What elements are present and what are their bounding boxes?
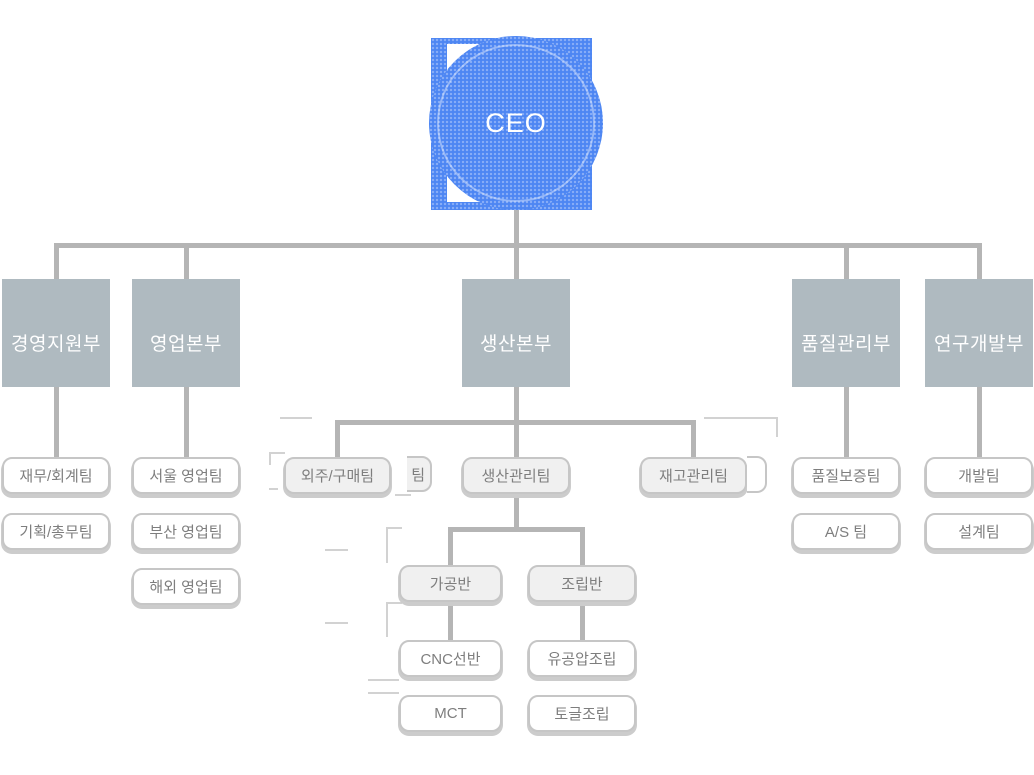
artifact-line [368, 692, 399, 694]
connector-line [514, 243, 519, 279]
group-box-machining: 가공반 [399, 565, 502, 602]
connector-line [514, 494, 519, 530]
dept-box-rnd: 연구개발부 [925, 279, 1033, 387]
dept-box-production: 생산본부 [462, 279, 570, 387]
team-box-planning-general: 기획/총무팀 [2, 513, 110, 550]
connector-line [54, 243, 59, 279]
artifact-line [386, 602, 388, 637]
connector-line [691, 420, 696, 457]
dept-label: 생산본부 [480, 333, 552, 355]
clipped-box-fragment: ㅐ팀 [407, 456, 434, 496]
team-label: 부산 영업팀 [149, 524, 223, 541]
team-label: 재고관리팀 [658, 468, 728, 485]
team-box-development: 개발팀 [925, 457, 1033, 494]
team-box-design: 설계팀 [925, 513, 1033, 550]
connector-line [844, 243, 849, 279]
unit-label: CNC선반 [420, 651, 481, 668]
connector-line [448, 527, 585, 532]
connector-line [514, 387, 519, 425]
team-label: 품질보증팀 [811, 468, 881, 485]
dept-label: 품질관리부 [801, 333, 891, 355]
team-box-outsourcing-purchasing: 외주/구매팀 [284, 457, 391, 494]
dept-box-sales: 영업본부 [132, 279, 240, 387]
team-box-overseas-sales: 해외 영업팀 [132, 568, 240, 605]
ceo-circle: CEO [429, 36, 603, 210]
unit-box-mct: MCT [399, 695, 502, 732]
artifact-line [386, 527, 402, 529]
team-label: A/S 팀 [824, 524, 868, 541]
dept-box-quality: 품질관리부 [792, 279, 900, 387]
unit-box-pneumatic-assembly: 유공압조립 [528, 640, 636, 677]
connector-line [184, 387, 189, 457]
team-box-inventory-management: 재고관리팀 [640, 457, 747, 494]
connector-line [448, 602, 453, 640]
clipped-box-fragment-inner: ㅐ팀 [407, 456, 432, 492]
connector-line [54, 387, 59, 457]
connector-line [977, 387, 982, 457]
connector-line [448, 527, 453, 565]
team-label: 기획/총무팀 [19, 524, 93, 541]
connector-line [580, 527, 585, 565]
artifact-line [386, 527, 388, 563]
team-box-seoul-sales: 서울 영업팀 [132, 457, 240, 494]
artifact-line [386, 602, 402, 604]
dept-label: 연구개발부 [934, 333, 1024, 355]
team-label: 생산관리팀 [481, 468, 551, 485]
connector-line [514, 208, 519, 248]
team-box-as: A/S 팀 [792, 513, 900, 550]
group-label: 조립반 [561, 576, 603, 593]
unit-box-cnc-lathe: CNC선반 [399, 640, 502, 677]
connector-line [580, 602, 585, 640]
artifact-line [325, 549, 348, 551]
artifact-line [704, 417, 778, 419]
team-box-quality-assurance: 품질보증팀 [792, 457, 900, 494]
connector-line [844, 387, 849, 457]
connector-line [184, 243, 189, 279]
dept-box-management-support: 경영지원부 [2, 279, 110, 387]
fragment-text: ㅐ팀 [407, 466, 425, 484]
dept-label: 영업본부 [150, 333, 222, 355]
artifact-line [395, 494, 411, 496]
artifact-line [325, 622, 348, 624]
ceo-label: CEO [485, 107, 547, 138]
artifact-line [776, 417, 778, 437]
unit-label: 유공압조립 [547, 651, 617, 668]
clipped-box-fragment [747, 455, 769, 497]
team-label: 해외 영업팀 [149, 579, 223, 596]
team-box-production-management: 생산관리팀 [462, 457, 570, 494]
unit-label: MCT [434, 705, 467, 722]
team-label: 외주/구매팀 [300, 468, 375, 485]
team-label: 개발팀 [958, 468, 1000, 485]
connector-line [335, 420, 340, 457]
artifact-line [269, 452, 271, 465]
team-box-busan-sales: 부산 영업팀 [132, 513, 240, 550]
team-label: 재무/회계팀 [19, 468, 93, 485]
unit-label: 토글조립 [554, 706, 610, 723]
unit-box-toggle-assembly: 토글조립 [528, 695, 636, 732]
connector-line [514, 420, 519, 457]
team-label: 서울 영업팀 [149, 468, 223, 485]
group-label: 가공반 [429, 576, 472, 593]
artifact-line [269, 452, 285, 454]
artifact-line [280, 417, 312, 419]
clipped-box-fragment-inner [747, 456, 767, 493]
connector-line [977, 243, 982, 279]
artifact-line [269, 488, 278, 490]
group-box-assembly: 조립반 [528, 565, 636, 602]
artifact-line [368, 679, 399, 681]
dept-label: 경영지원부 [11, 333, 101, 355]
team-box-finance-accounting: 재무/회계팀 [2, 457, 110, 494]
team-label: 설계팀 [958, 524, 1000, 541]
